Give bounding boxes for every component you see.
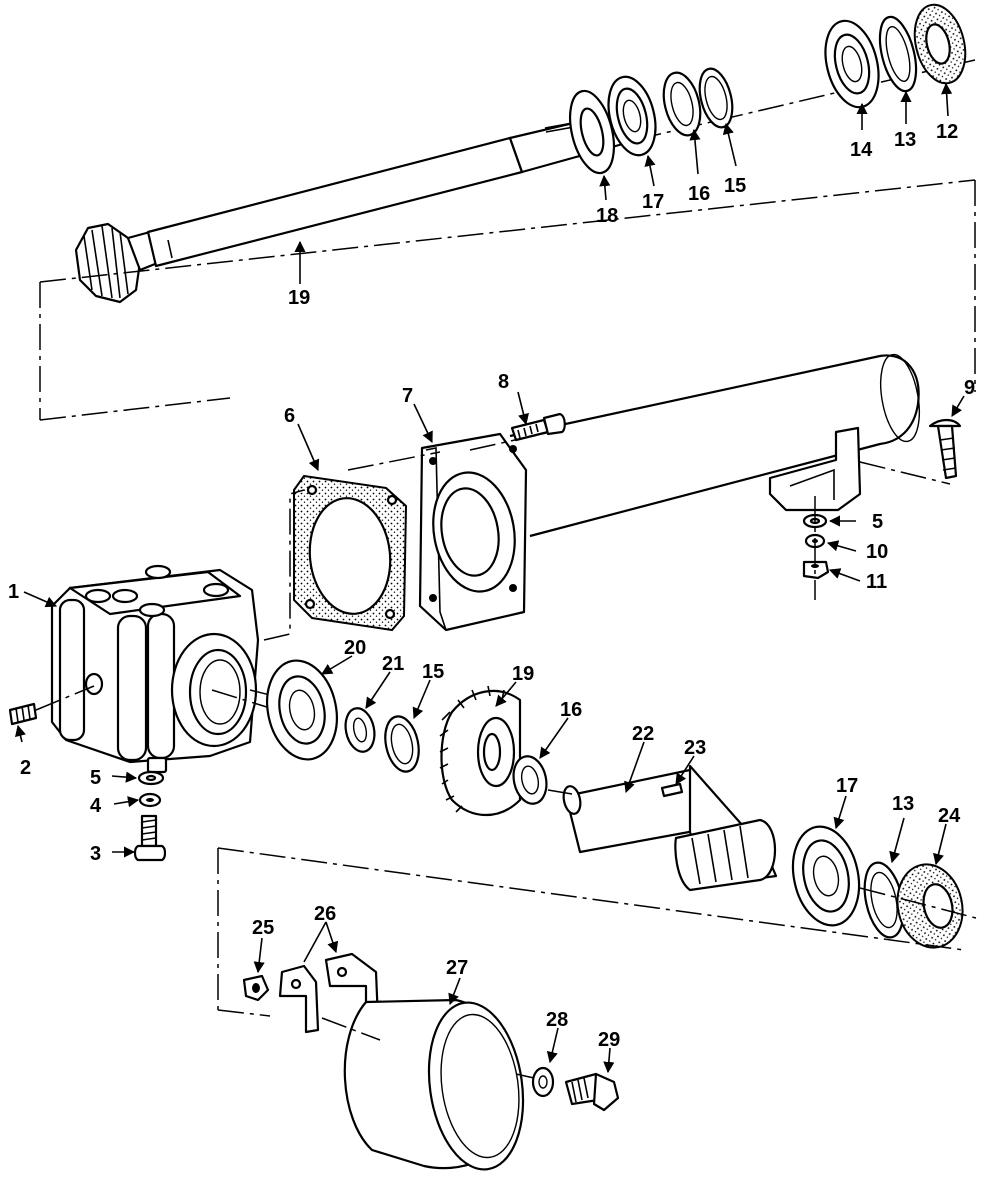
callout-16-upper: 16 bbox=[688, 183, 710, 205]
callout-28: 28 bbox=[546, 1009, 568, 1031]
callout-19-upper: 19 bbox=[288, 287, 310, 309]
shield-nut bbox=[242, 974, 270, 1002]
upper-shaft-assembly bbox=[74, 3, 976, 304]
gearbox-housing bbox=[50, 564, 260, 774]
callout-29: 29 bbox=[598, 1029, 620, 1051]
callout-26: 26 bbox=[314, 903, 336, 925]
callout-5-housing: 5 bbox=[90, 767, 101, 789]
callout-7: 7 bbox=[402, 385, 413, 407]
callout-13-lower: 13 bbox=[892, 793, 914, 815]
callout-15-upper: 15 bbox=[724, 175, 746, 197]
lower-group-outline bbox=[217, 847, 965, 1017]
gasket bbox=[293, 474, 408, 632]
lower-snap-ring bbox=[384, 715, 420, 773]
lower-spacer-ring bbox=[512, 755, 548, 805]
callout-20: 20 bbox=[344, 637, 366, 659]
long-shaft bbox=[146, 110, 632, 268]
callout-18: 18 bbox=[596, 205, 618, 227]
callout-23: 23 bbox=[684, 737, 706, 759]
callout-12: 12 bbox=[936, 121, 958, 143]
callout-labels: 1 2 3 4 5 5 6 7 8 9 10 11 12 13 13 14 15… bbox=[8, 121, 975, 1051]
shaft-key bbox=[660, 782, 684, 798]
flange-bolt bbox=[510, 412, 566, 442]
callout-4: 4 bbox=[90, 795, 102, 817]
callout-19-lower: 19 bbox=[512, 663, 534, 685]
bracket-hardware bbox=[802, 496, 830, 600]
callout-6: 6 bbox=[284, 405, 295, 427]
lower-bearing-right bbox=[791, 825, 861, 927]
callout-3: 3 bbox=[90, 843, 101, 865]
lower-bevel-gear bbox=[439, 685, 522, 817]
callout-24: 24 bbox=[938, 805, 961, 827]
shield-washer bbox=[531, 1066, 555, 1098]
end-snap-ring bbox=[878, 15, 918, 93]
callout-8: 8 bbox=[498, 371, 509, 393]
lower-bearing-left bbox=[266, 659, 338, 761]
callout-27: 27 bbox=[446, 957, 468, 979]
upper-bearing bbox=[607, 75, 657, 157]
upper-snap-ring bbox=[698, 67, 734, 129]
callout-17-upper: 17 bbox=[642, 191, 664, 213]
callout-22: 22 bbox=[632, 723, 654, 745]
shield-bolt bbox=[564, 1072, 620, 1112]
callout-11: 11 bbox=[866, 571, 887, 593]
splined-shaft bbox=[562, 764, 778, 892]
callout-leaders bbox=[15, 82, 965, 1074]
pinion-gear bbox=[74, 222, 162, 304]
callout-25: 25 bbox=[252, 917, 274, 939]
callout-16-lower: 16 bbox=[560, 699, 582, 721]
callout-17-lower: 17 bbox=[836, 775, 858, 797]
callout-1: 1 bbox=[8, 581, 19, 603]
callout-2: 2 bbox=[20, 757, 31, 779]
callout-9: 9 bbox=[964, 377, 975, 399]
lower-seal bbox=[896, 863, 964, 949]
end-bearing bbox=[824, 19, 880, 109]
callout-15-lower: 15 bbox=[422, 661, 444, 683]
end-seal bbox=[913, 3, 967, 85]
set-screw bbox=[8, 685, 95, 726]
carriage-bolt bbox=[928, 418, 962, 480]
callout-13-upper: 13 bbox=[894, 129, 916, 151]
housing-hardware bbox=[133, 770, 167, 862]
upper-spacer-ring bbox=[662, 71, 702, 137]
tube-assembly bbox=[347, 353, 951, 632]
callout-5-bracket: 5 bbox=[872, 511, 883, 533]
callout-10: 10 bbox=[866, 541, 888, 563]
callout-14: 14 bbox=[850, 139, 873, 161]
pto-shield bbox=[343, 998, 525, 1171]
lower-washer bbox=[344, 707, 376, 753]
callout-21: 21 bbox=[382, 653, 404, 675]
upper-group-outline bbox=[39, 179, 976, 421]
